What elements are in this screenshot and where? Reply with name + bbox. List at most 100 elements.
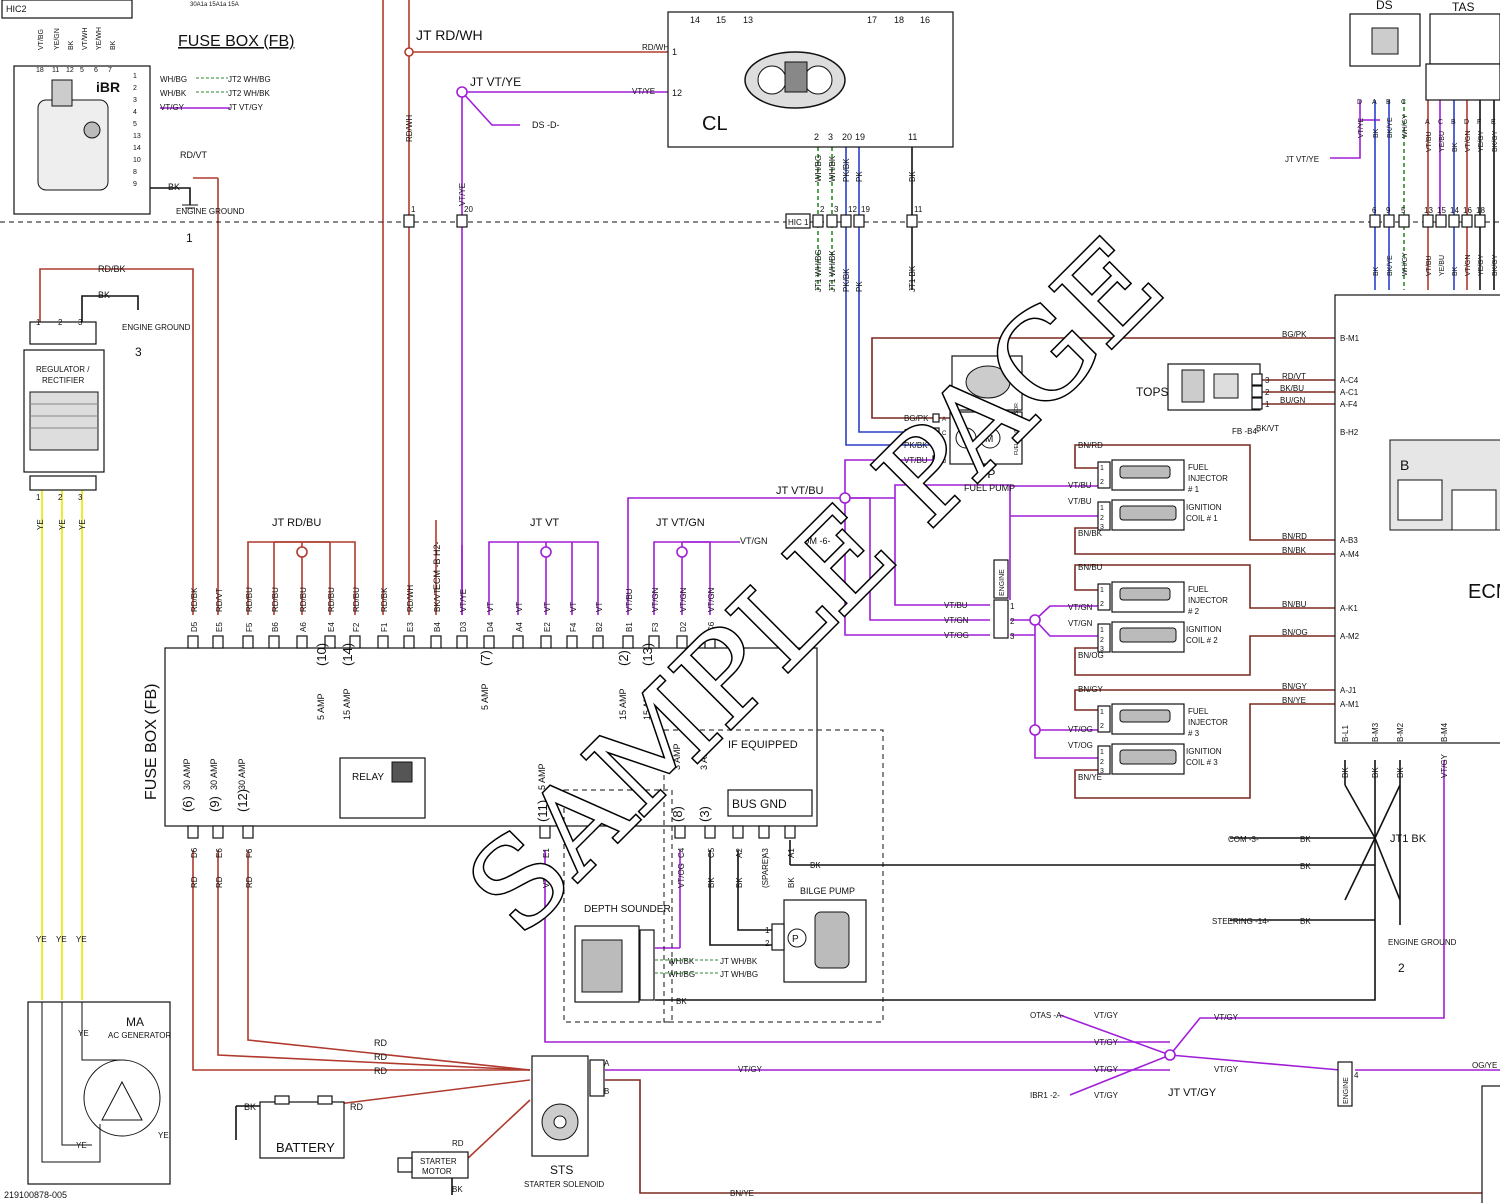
ibr-top-wire: BK (68, 40, 75, 50)
hic1-pin: 20 (464, 205, 473, 214)
fb-top-pin-box (456, 635, 468, 649)
rd-2: RD (374, 1052, 387, 1062)
svg-text:2: 2 (1100, 479, 1104, 486)
ecm-bottom-wire: BK (1341, 767, 1350, 778)
fb-top-terminal: A4 (515, 622, 524, 632)
otas-label: OTAS -A- (1030, 1011, 1064, 1020)
ds-d-label: DS -D- (532, 120, 560, 130)
ground-junction: JT1 BK COM -3- BK BK STEERING -14- BK EN… (810, 833, 1457, 975)
ibr-right-pin: 3 (133, 97, 137, 104)
right-hic-pin-box (1461, 214, 1473, 228)
fb-top-wire: VT (543, 602, 552, 612)
hic1-below-wire: JT1 BK (908, 265, 917, 292)
fb-top-wire: VT (515, 602, 524, 612)
ecm-top-wire: VT/BU (1426, 255, 1433, 276)
fuse-amp: 30 AMP (182, 758, 192, 790)
fb-b4-label: FB -B4- (1232, 427, 1260, 436)
fp-pin: A (942, 417, 946, 423)
ecm-bottom-pin: B-L1 (1341, 725, 1350, 742)
ecm-left-pin: A-M4 (1340, 550, 1360, 559)
vtgy-3: VT/GY (1094, 1065, 1119, 1074)
relay-label: RELAY (352, 772, 384, 783)
reg-top-pin: 1 (36, 318, 41, 327)
fb-bottom-pin-box (704, 825, 716, 839)
fb-top-wire: VT/GN (679, 587, 688, 612)
injector-label: FUEL (1188, 585, 1209, 594)
reg-ye-wire: YE (58, 519, 67, 530)
fb-top-wire: RD/BU (352, 587, 361, 612)
cluster-top-pin: 16 (920, 15, 930, 25)
coil-wire: VT/GN (1068, 619, 1093, 628)
fp-label: FP (980, 467, 995, 481)
bilge-pin-1: 1 (765, 926, 770, 935)
tas-wire: VT/GN (1465, 131, 1472, 152)
fb-bottom-terminal: E1 (542, 848, 551, 858)
jt-vtgy-label: JT VT/GY (1168, 1087, 1217, 1099)
fuse-amp: 5 AMP (316, 693, 326, 720)
fb-top-terminal: B4 (433, 622, 442, 632)
ecm-bottom-pin: B-M3 (1371, 722, 1380, 742)
tas-pin: E (1491, 119, 1496, 126)
svg-text:1: 1 (1100, 709, 1104, 716)
fuse-amp: 15 AMP (618, 688, 628, 720)
svg-text:# 1: # 1 (1188, 485, 1200, 494)
fb-bottom-wire: BK (735, 877, 744, 888)
ecm-top-wire: BK (1452, 266, 1459, 276)
coil-label: IGNITION (1186, 625, 1222, 634)
fp-pin: B (942, 444, 946, 450)
injector-wire: VT/GN (1068, 603, 1093, 612)
coil-return-wire: BN/OG (1078, 651, 1104, 660)
fb-top-wire: VT/GN (707, 587, 716, 612)
bnye-bottom: BN/YE (730, 1189, 754, 1198)
ma-label: MA (126, 1015, 144, 1029)
ecm-left-wire: BU/GN (1280, 396, 1306, 405)
ecm-left-pin: A-J1 (1340, 686, 1357, 695)
bilge-pin-2: 2 (765, 939, 770, 948)
fp-wire: PK (904, 428, 915, 437)
ibr-label: iBR (96, 79, 120, 95)
cluster-bottom-pin: 3 (828, 132, 833, 142)
sts-label: STS (550, 1163, 573, 1177)
ds-wire-1-to: JT WH/BK (720, 957, 758, 966)
cluster-bottom-wire: WH/BK (828, 155, 837, 182)
ibr-out-3-to: JT VT/GY (228, 103, 264, 112)
right-hic-pin: 13 (1424, 206, 1433, 215)
fb-top-pin-box (187, 635, 199, 649)
doc-number: 219100878-005 (4, 1190, 67, 1200)
injector-label: FUEL (1188, 463, 1209, 472)
cluster-top-pin: 14 (690, 15, 700, 25)
fuse-strip-text: 30A1a 15A1a 15A (190, 2, 239, 8)
engine-conn-wire: VT/OG (944, 631, 969, 640)
fb-bottom-terminal: A3 (761, 848, 770, 858)
if-equipped-label: IF EQUIPPED (728, 739, 798, 751)
ibr1-label: IBR1 -2- (1030, 1091, 1060, 1100)
fb-top-pin-box (622, 635, 634, 649)
ecm-left-wire: BK/VT (1256, 424, 1279, 433)
fb-bottom-terminal: F6 (245, 848, 254, 858)
jt-vtye-label: JT VT/YE (470, 75, 521, 89)
right-top-sensors: DS TAS JT VT/YE (1285, 0, 1500, 164)
otas-vtgy: VT/GY (1094, 1011, 1119, 1020)
sts-pin-a: A (604, 1059, 610, 1068)
ogye-label: OG/YE (1472, 1061, 1497, 1070)
brown-wires (605, 337, 1500, 1194)
svg-text:1: 1 (1100, 749, 1104, 756)
fb-bottom-pin-box (187, 825, 199, 839)
ecm-left-wire: BN/GY (1282, 682, 1308, 691)
svg-text:M: M (985, 434, 993, 445)
fb-top-terminal: D5 (190, 621, 199, 632)
com3-label: COM -3- (1228, 835, 1259, 844)
fb-top-wire: RD/BK (380, 587, 389, 612)
ds-pin: D (1357, 99, 1362, 106)
svg-text:2: 2 (1100, 637, 1104, 644)
injector-wire: VT/OG (1068, 725, 1093, 734)
fb-bottom-wire: RD (245, 876, 254, 888)
ecm-bottom-wire: VT/GY (1440, 753, 1449, 778)
ecm-top-wire: VT/GN (1465, 255, 1472, 276)
fb-a1-bk: BK (1300, 862, 1311, 871)
hic1-pin-box (853, 214, 865, 228)
